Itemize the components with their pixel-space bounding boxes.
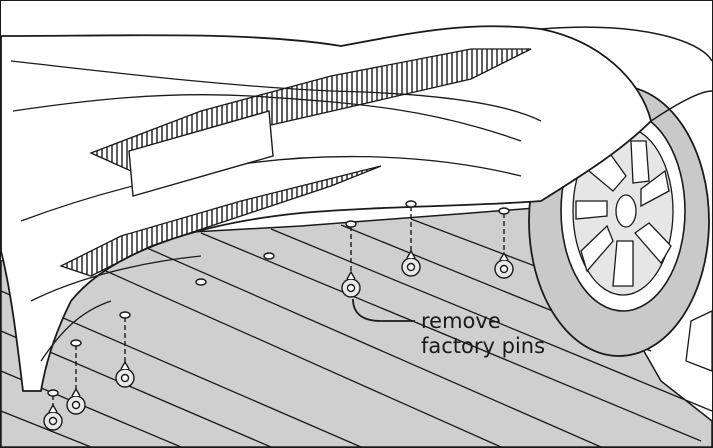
callout-label: remove factory pins bbox=[421, 309, 545, 359]
factory-pin bbox=[43, 389, 63, 431]
fender-line bbox=[540, 26, 712, 122]
factory-pin bbox=[341, 220, 361, 298]
factory-pin bbox=[115, 311, 135, 388]
factory-pin bbox=[66, 339, 86, 415]
factory-pin bbox=[401, 200, 421, 277]
factory-pin bbox=[494, 207, 514, 279]
callout-line-1: remove bbox=[421, 309, 501, 333]
side-body-panel bbox=[685, 310, 712, 372]
callout-line-2: factory pins bbox=[421, 334, 546, 358]
license-plate-recess bbox=[128, 110, 274, 197]
callout-leader bbox=[352, 298, 415, 322]
factory-pins bbox=[43, 200, 514, 431]
lower-grille bbox=[59, 165, 382, 277]
